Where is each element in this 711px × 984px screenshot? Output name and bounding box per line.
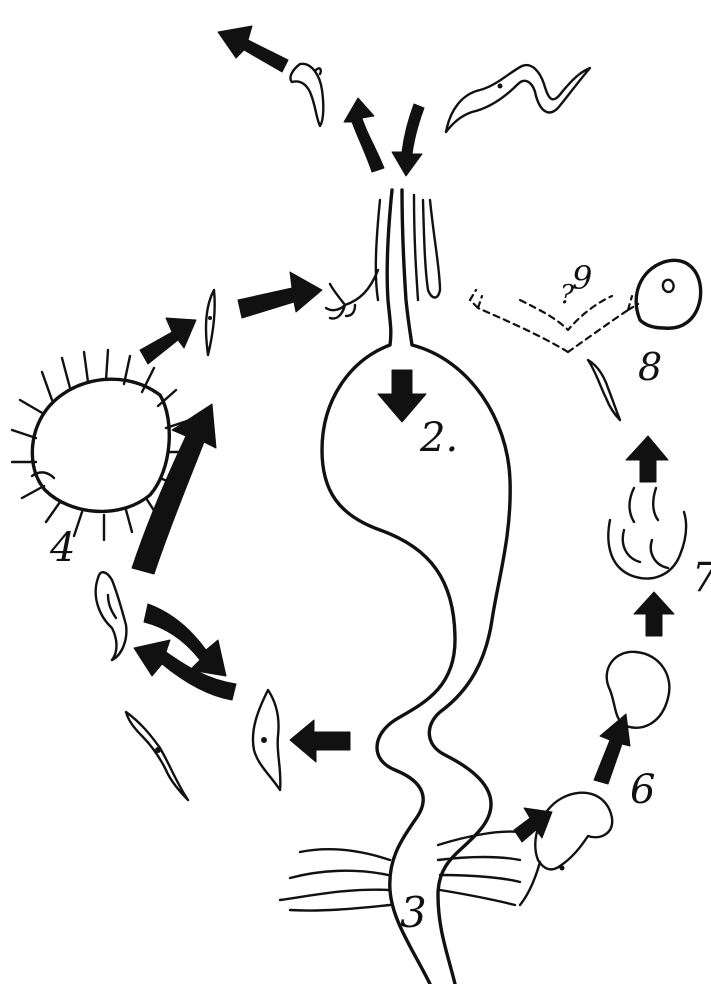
label-stage-8: 8	[638, 348, 662, 386]
cup-organism	[608, 488, 686, 578]
amoeboid-cell-left	[126, 712, 188, 800]
label-stage-4: 4	[50, 528, 75, 568]
arrow-stage-2	[378, 370, 426, 422]
label-stage-6: 6	[630, 770, 655, 810]
arrow-sun-to-spindle	[140, 318, 196, 364]
worm-right	[588, 360, 620, 420]
tube-branch	[326, 270, 378, 318]
arrow-to-cup	[634, 592, 674, 636]
dashed-branch	[470, 290, 638, 352]
rounded-blob-top-right	[636, 260, 701, 328]
central-tube	[322, 190, 510, 984]
arrow-to-blob	[514, 808, 552, 842]
top-organism-left	[290, 64, 323, 126]
arrow-spindle-to-tube	[238, 272, 322, 318]
cyst-right	[607, 652, 670, 728]
arrow-tube-up	[344, 98, 384, 172]
arrow-tube-to-spindle	[290, 720, 350, 762]
arrows	[132, 26, 674, 842]
label-stage-2: 2.	[420, 418, 458, 458]
spindle-cell-top-left	[206, 290, 215, 355]
label-stage-3: 3	[400, 892, 427, 934]
label-stage-9: 9	[572, 262, 592, 294]
arrow-stage-6	[594, 714, 630, 784]
stalked-cell-left	[96, 572, 127, 660]
arrow-cup-to-worm	[626, 436, 668, 482]
top-organism-right	[446, 65, 590, 132]
label-stage-7: 7	[692, 558, 711, 598]
arrow-into-tube	[392, 104, 424, 176]
label-question-mark: ?	[560, 282, 574, 308]
arrow-top-left	[218, 26, 288, 72]
arrow-4-curved-up	[132, 404, 216, 574]
spindle-cell-bottom	[253, 690, 280, 790]
